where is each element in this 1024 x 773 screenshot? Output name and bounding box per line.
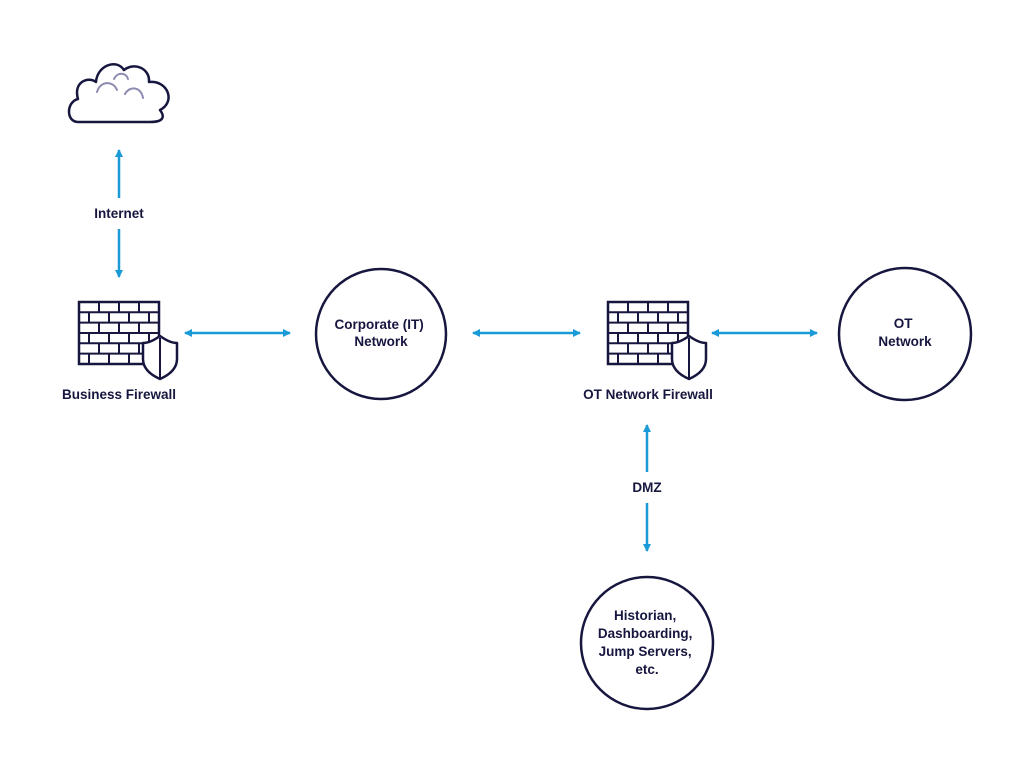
cloud-icon — [67, 63, 170, 124]
dmz-services-node: Historian, Dashboarding, Jump Servers, e… — [579, 575, 715, 711]
edge-label-dmz: DMZ — [632, 480, 661, 495]
edge-internet: Internet — [94, 149, 144, 278]
ot-network-label-line1: OT — [894, 316, 914, 331]
ot-network-label-line2: Network — [878, 334, 932, 349]
firewall-shield-icon — [77, 300, 179, 381]
svg-text:OT Network: OT Network — [878, 316, 932, 349]
corporate-network-label-line2: Network — [354, 334, 408, 349]
ot-network-firewall-node: OT Network Firewall — [583, 300, 713, 402]
business-firewall-label: Business Firewall — [62, 387, 176, 402]
ot-network-circle — [837, 266, 973, 402]
ot-firewall-label: OT Network Firewall — [583, 387, 713, 402]
corporate-network-circle — [314, 267, 448, 401]
business-firewall-node: Business Firewall — [62, 300, 179, 402]
firewall-shield-icon — [606, 300, 708, 381]
ot-network-node: OT Network — [837, 266, 973, 402]
dmz-services-circle — [579, 575, 715, 711]
svg-text:Historian, Dashboarding,: Historian, Dashboarding, Jump Servers, e… — [598, 608, 696, 677]
svg-text:Corporate (IT) Network: Corporate (IT) Network — [334, 317, 427, 349]
dmz-services-label-line2: Dashboarding, — [598, 626, 693, 641]
edge-dmz: DMZ — [632, 424, 662, 552]
dmz-services-label-line1: Historian, — [614, 608, 676, 623]
dmz-services-label-line4: etc. — [635, 662, 658, 677]
corporate-network-label-line1: Corporate (IT) — [334, 317, 423, 332]
dmz-services-label-line3: Jump Servers, — [599, 644, 692, 659]
edge-label-internet: Internet — [94, 206, 144, 221]
corporate-network-node: Corporate (IT) Network — [314, 267, 448, 401]
